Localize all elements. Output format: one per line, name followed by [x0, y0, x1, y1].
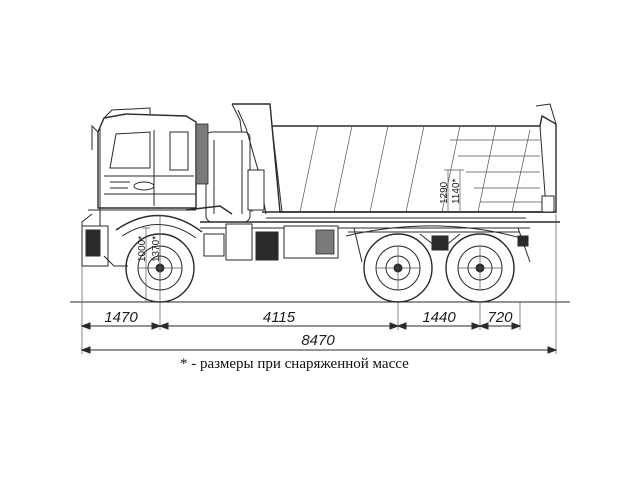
- extension-lines: [81, 214, 557, 354]
- front-height-dimensions: 1000* 1370*: [137, 215, 164, 302]
- chassis: [185, 109, 560, 263]
- dim-bogie-spacing: 1440: [422, 309, 456, 326]
- footnote: * - размеры при снаряженной массе: [180, 356, 409, 372]
- dim-body-height-2: 1140*: [451, 178, 462, 204]
- dump-body: [231, 103, 557, 219]
- cab-window-front: [109, 131, 151, 169]
- dim-front-overhang: 1470: [104, 309, 138, 326]
- spare-wheel: [205, 131, 251, 223]
- body-height-dimensions: 1290 1140*: [439, 169, 464, 212]
- cab-window-side: [169, 131, 189, 171]
- dim-front-height-1: 1000*: [137, 236, 148, 262]
- rear-wheel: [445, 233, 515, 303]
- dim-wheelbase-front: 4115: [263, 309, 296, 326]
- dimension-line-row-1: [80, 322, 522, 330]
- dimension-line-overall: [80, 346, 558, 354]
- rear-fender-line: [345, 225, 529, 241]
- dim-body-height-1: 1290: [439, 181, 450, 204]
- dim-front-height-2: 1370*: [151, 236, 162, 262]
- cab: [81, 107, 203, 267]
- middle-wheel: [363, 233, 433, 303]
- dim-rear-overhang: 720: [487, 309, 513, 326]
- dim-overall-length: 8470: [301, 332, 335, 349]
